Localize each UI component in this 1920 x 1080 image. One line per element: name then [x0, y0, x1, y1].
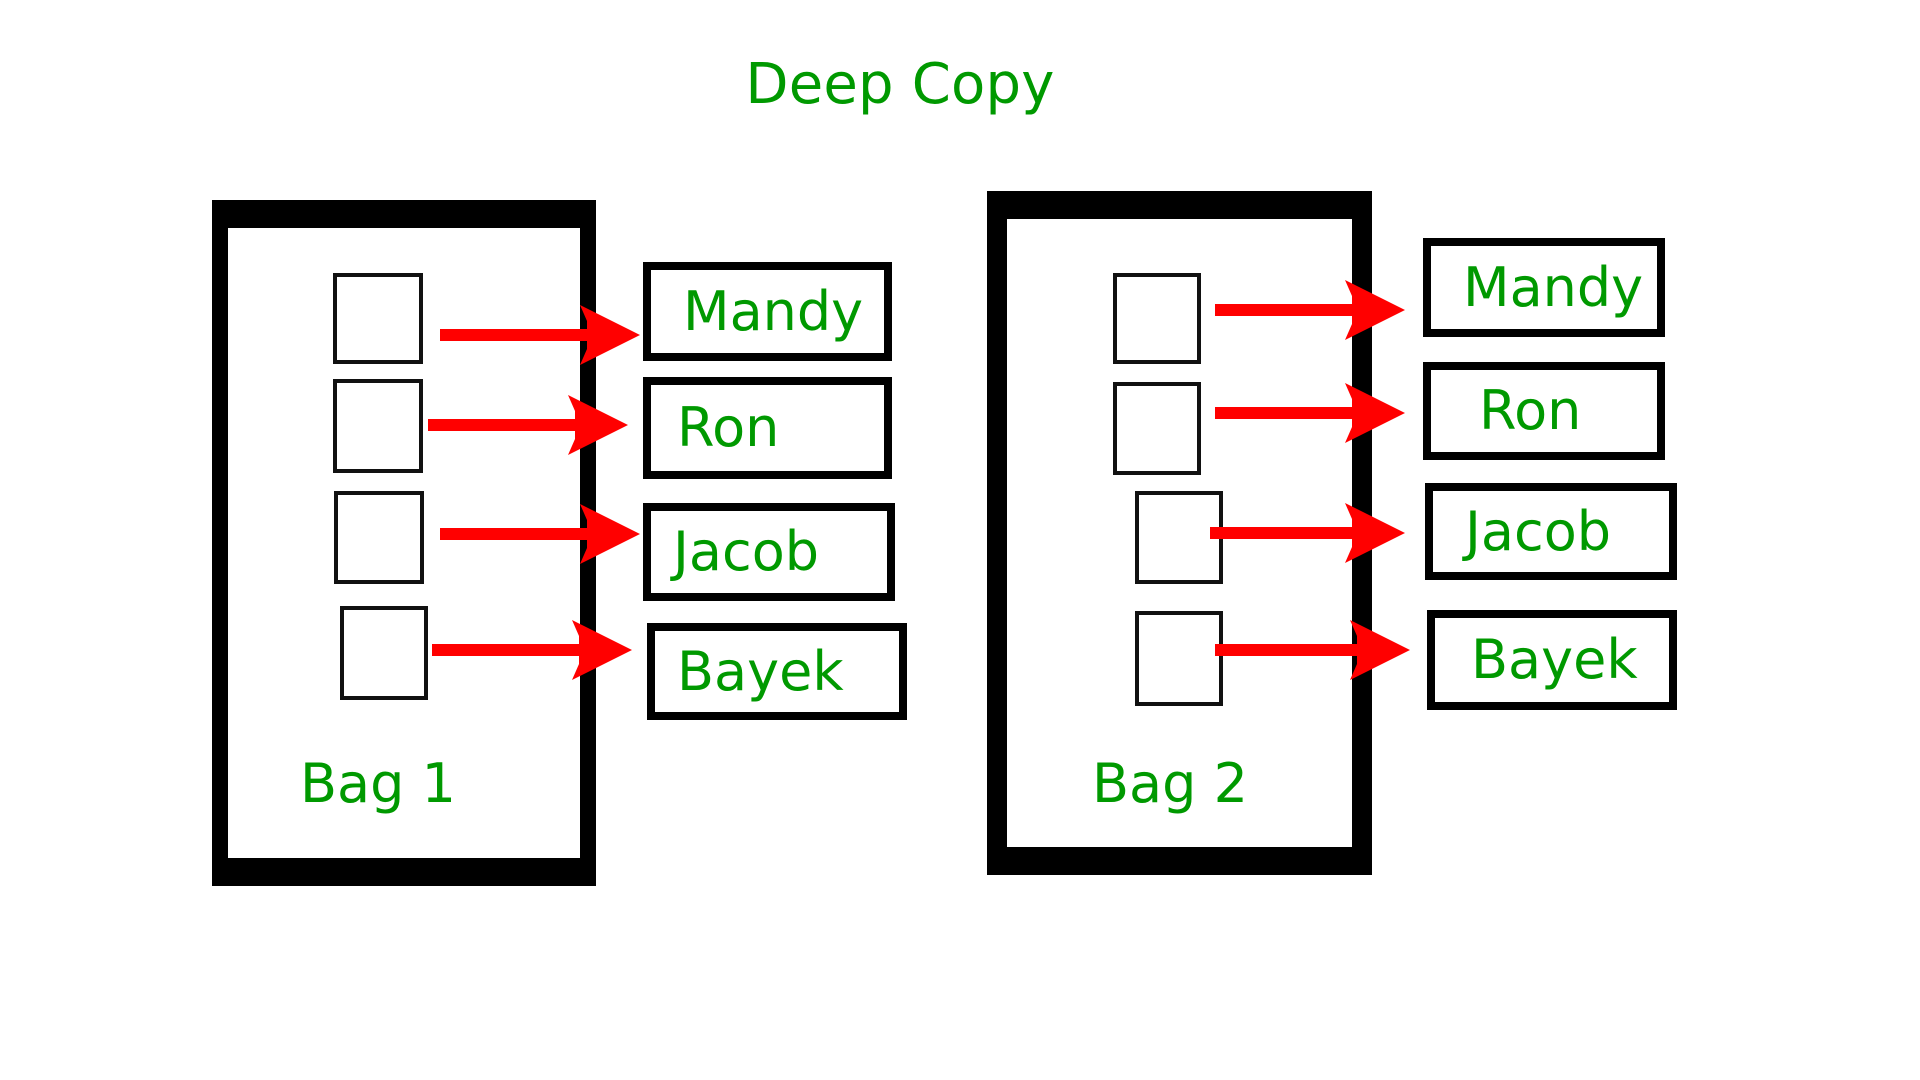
bag-2-slot-4: [1135, 611, 1223, 706]
bag-1-name-box-3: Jacob: [643, 503, 895, 601]
bag-1-arrow-1-icon: [440, 305, 640, 365]
bag-1-label: Bag 1: [300, 752, 456, 815]
bag-2-name-box-2: Ron: [1423, 362, 1665, 460]
bag-2-arrow-2-icon: [1215, 383, 1405, 443]
bag-2-name-3: Jacob: [1465, 499, 1612, 563]
bag-2-slot-1: [1113, 273, 1201, 364]
bag-1-name-1: Mandy: [683, 279, 864, 343]
bag-1-slot-3: [334, 491, 424, 584]
bag-1-name-3: Jacob: [673, 520, 820, 583]
diagram-title: Deep Copy: [745, 52, 1055, 117]
bag-1-slot-1: [333, 273, 423, 364]
bag-1-slot-4: [340, 606, 428, 700]
bag-1-name-4: Bayek: [677, 639, 844, 703]
bag-2-label: Bag 2: [1092, 752, 1248, 815]
bag-2-name-box-4: Bayek: [1427, 610, 1677, 710]
bag-1-arrow-4-icon: [432, 620, 632, 680]
bag-1-name-box-1: Mandy: [643, 262, 892, 361]
bag-1-name-2: Ron: [677, 396, 780, 459]
bag-2-name-2: Ron: [1479, 379, 1582, 442]
bag-1-arrow-2-icon: [428, 395, 628, 455]
bag-2-slot-3: [1135, 491, 1223, 584]
bag-2-slot-2: [1113, 382, 1201, 475]
bag-2-arrow-4-icon: [1215, 620, 1410, 680]
bag-1-arrow-3-icon: [440, 504, 640, 564]
bag-1-name-box-2: Ron: [643, 377, 892, 479]
bag-2-arrow-1-icon: [1215, 280, 1405, 340]
bag-1-slot-2: [333, 379, 423, 473]
bag-2-name-box-1: Mandy: [1423, 238, 1665, 337]
bag-2-name-4: Bayek: [1471, 628, 1638, 691]
bag-2-name-box-3: Jacob: [1425, 483, 1677, 580]
bag-1-name-box-4: Bayek: [647, 623, 907, 720]
bag-2-name-1: Mandy: [1463, 255, 1644, 319]
bag-2-arrow-3-icon: [1210, 503, 1405, 563]
